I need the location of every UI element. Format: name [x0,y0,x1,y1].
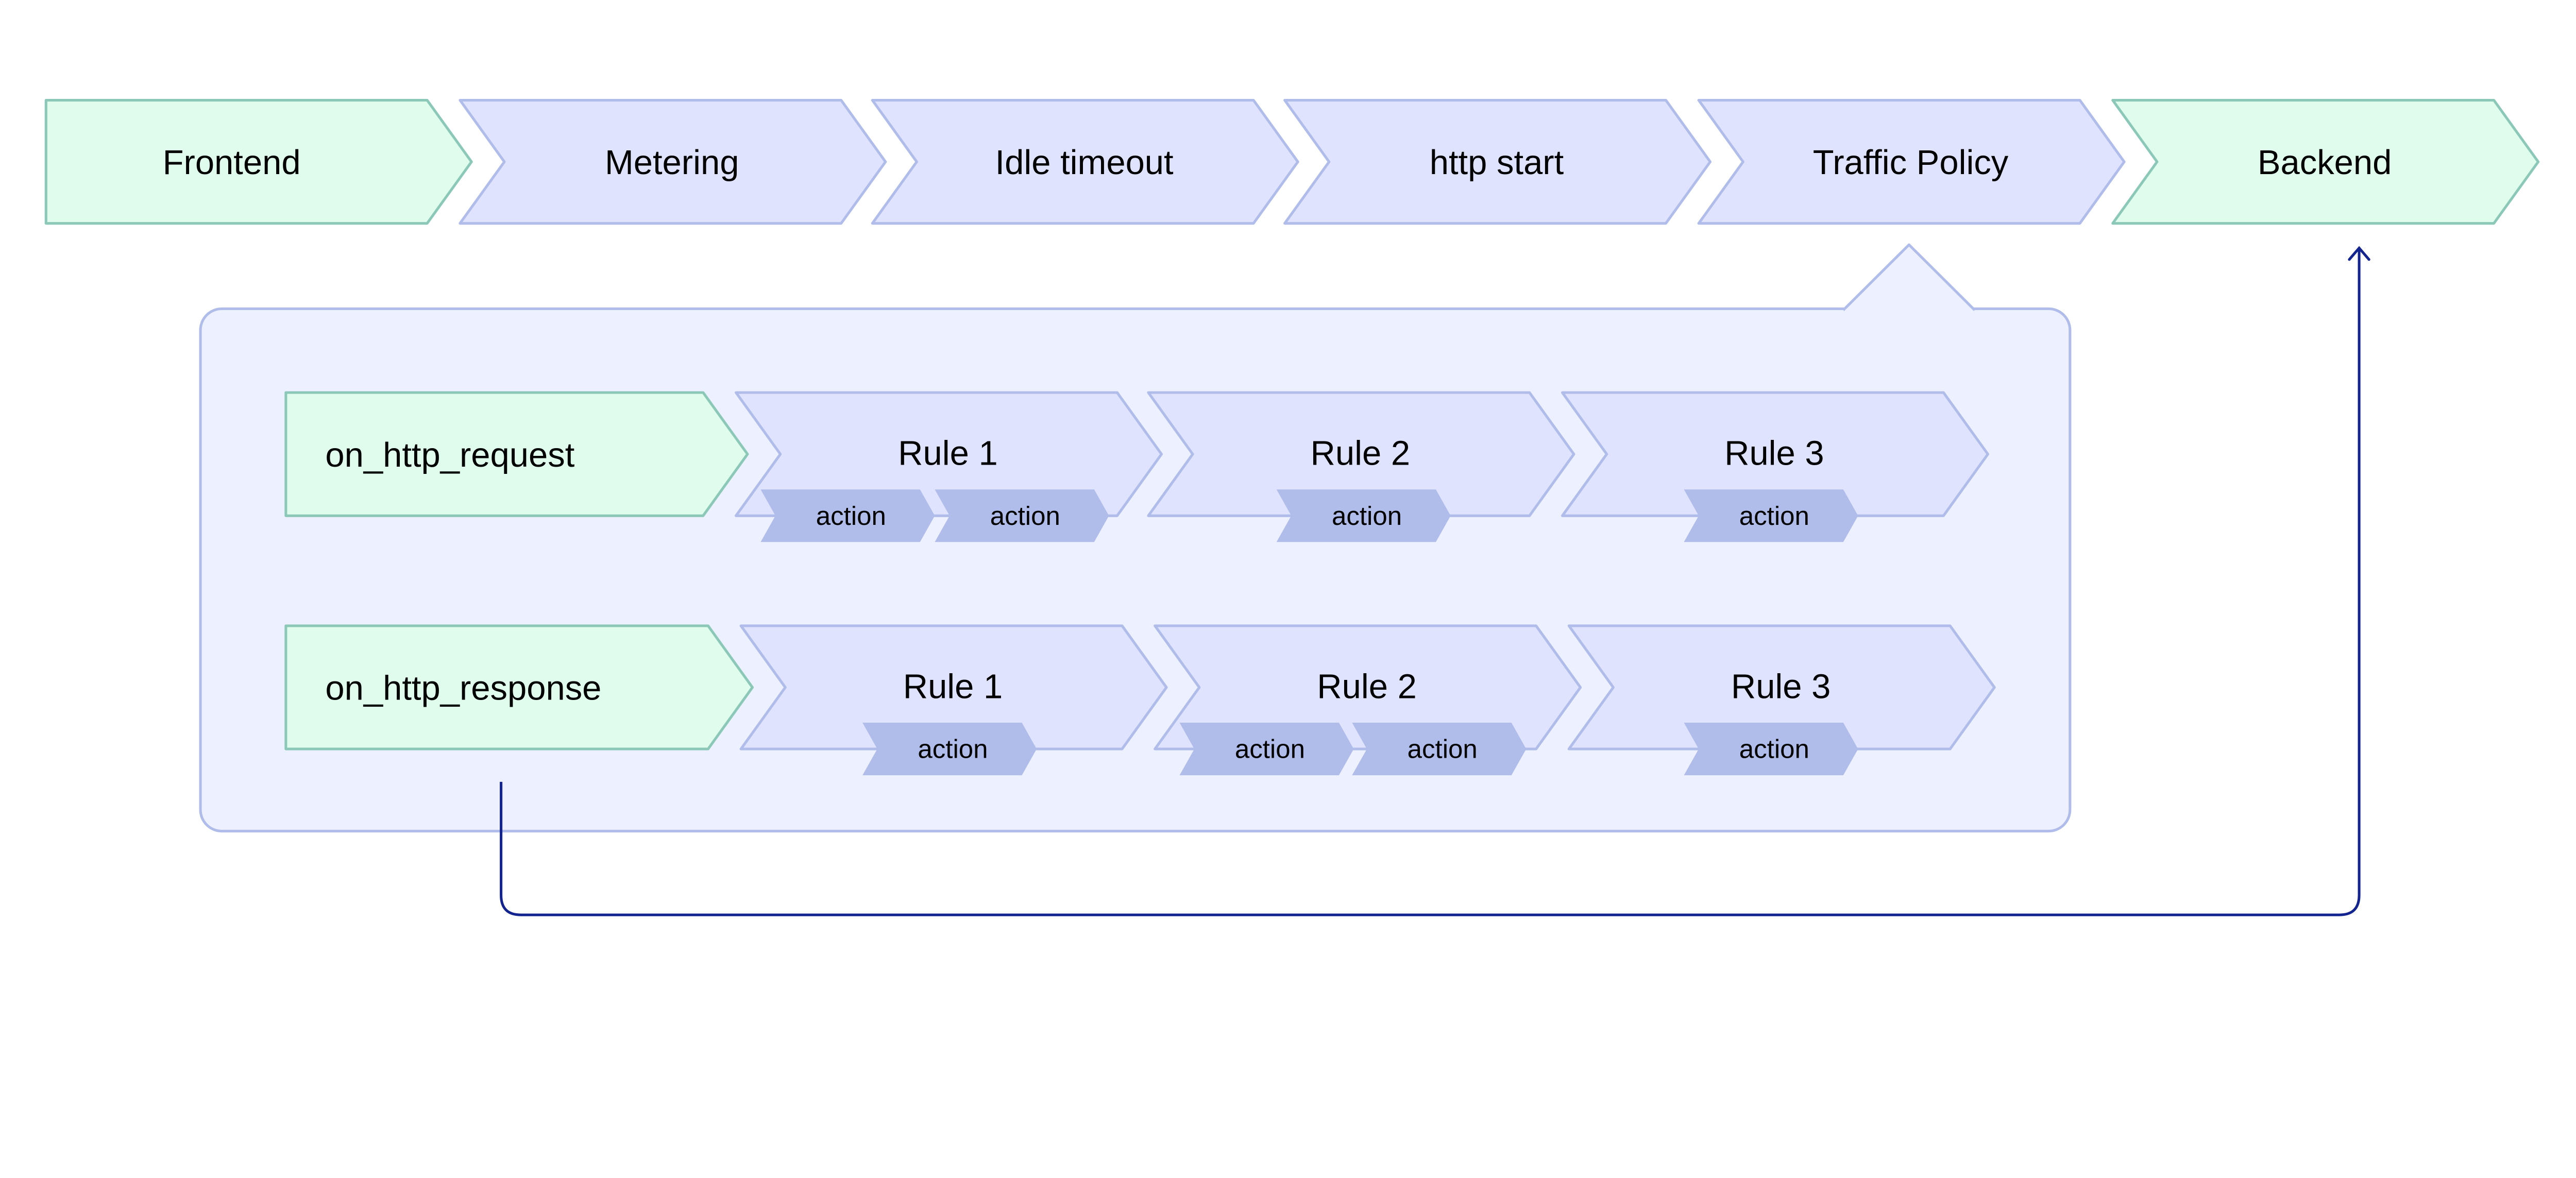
action: action [1684,489,1858,542]
rule-label: Rule 1 [903,667,1003,706]
action-label: action [1332,501,1402,531]
rule: Rule 2 action [1147,391,1575,542]
stage-label: Backend [2258,143,2392,182]
response-return-arrow [500,246,2370,916]
stage-label: Metering [605,143,739,182]
phase-label: on_http_request [325,436,574,474]
action-chevron [1179,723,1354,776]
rule: Rule 1 action action [735,391,1163,542]
pipeline-row: Frontend Metering Idle timeout http start Tr… [44,98,2540,225]
action-label: action [816,501,886,531]
action-chevron [1352,723,1527,776]
stage-label: Idle timeout [995,143,1174,182]
rule-chevron [735,391,1163,517]
stage-frontend: Frontend [44,98,473,225]
action-label: action [1739,735,1809,764]
rule: Rule 1 action [739,624,1168,776]
phase-on-http-response: on_http_response Rule 1 action Rule 2 action… [284,624,1996,776]
action: action [760,489,935,542]
stage-metering: Metering [459,98,887,225]
rule-chevron [1154,624,1582,750]
action-chevron [862,723,1037,776]
rule-label: Rule 2 [1311,434,1411,473]
action-chevron [935,489,1109,542]
action: action [1684,723,1858,776]
stage-backend: Backend [2111,98,2540,225]
phase-label: on_http_response [325,669,601,708]
stage-idle-timeout: Idle timeout [871,98,1299,225]
action-label: action [1739,501,1809,531]
panel-pointer [1842,243,1976,311]
stage-chevron [871,98,1299,225]
traffic-flow-diagram: Frontend Metering Idle timeout http start Tr… [44,98,2540,916]
rule-chevron [739,624,1168,750]
arrow-head-icon [2348,246,2370,261]
rule: Rule 2 action action [1154,624,1582,776]
rule-label: Rule 3 [1731,667,1831,706]
action-chevron [1684,723,1858,776]
action: action [935,489,1109,542]
action-label: action [990,501,1060,531]
action-label: action [1408,735,1478,764]
stage-chevron [459,98,887,225]
action-chevron [1276,489,1451,542]
rule-label: Rule 3 [1724,434,1824,473]
phase-chevron [284,391,749,517]
stage-chevron [44,98,473,225]
stage-label: Frontend [163,143,301,182]
rule-label: Rule 2 [1317,667,1417,706]
action: action [1276,489,1451,542]
stage-label: http start [1430,143,1564,182]
action-label: action [1235,735,1305,764]
action-chevron [1684,489,1858,542]
rule: Rule 3 action [1561,391,1989,542]
phase-chevron [284,624,754,750]
stage-chevron [2111,98,2540,225]
rule-chevron [1561,391,1989,517]
stage-chevron [1283,98,1712,225]
arrow-line [500,248,2361,916]
action: action [1179,723,1354,776]
stage-http-start: http start [1283,98,1712,225]
action: action [1352,723,1527,776]
rule-chevron [1567,624,1996,750]
action-label: action [918,735,988,764]
phase-on-http-request: on_http_request Rule 1 action action Rule 2 a… [284,391,1989,542]
rule: Rule 3 action [1567,624,1996,776]
stage-chevron [1697,98,2126,225]
action: action [862,723,1037,776]
rule-chevron [1147,391,1575,517]
action-chevron [760,489,935,542]
stage-label: Traffic Policy [1813,143,2009,182]
rule-label: Rule 1 [898,434,998,473]
stage-traffic-policy: Traffic Policy [1697,98,2126,225]
